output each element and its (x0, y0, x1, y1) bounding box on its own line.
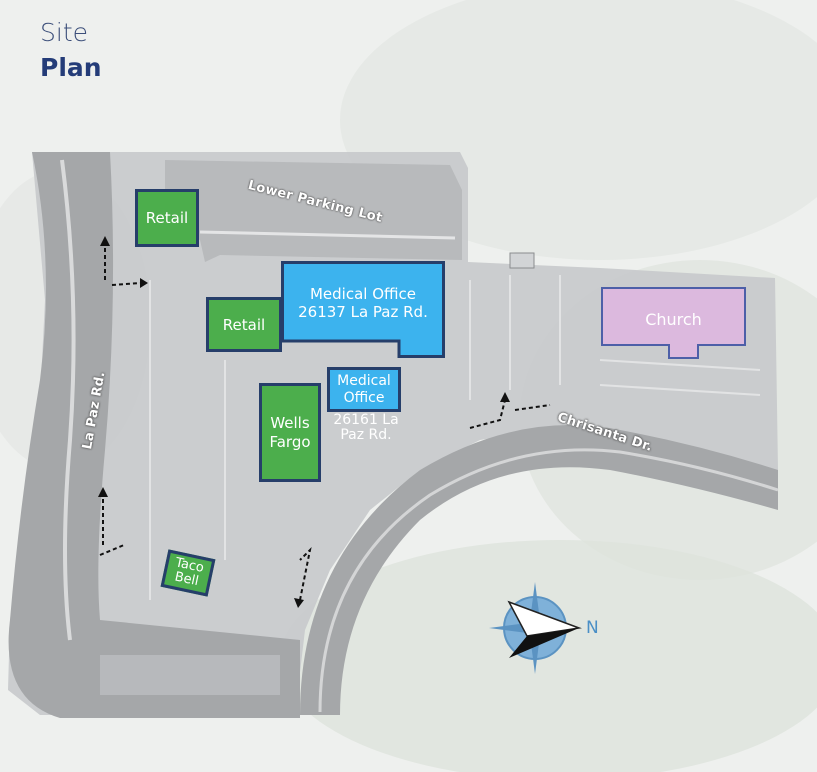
building-wells-fargo[interactable]: Wells Fargo (259, 383, 321, 482)
title-site: Site (40, 18, 88, 47)
title-plan: Plan (40, 53, 102, 82)
la-paz-road (8, 152, 301, 718)
building-church[interactable]: Church (601, 287, 746, 359)
compass-north-label: N (586, 618, 599, 638)
building-retail-mid[interactable]: Retail (206, 297, 282, 352)
compass-icon (489, 582, 582, 674)
building-medical-office-main[interactable]: Medical Office 26137 La Paz Rd. (281, 261, 445, 358)
chrisanta-road (300, 425, 778, 715)
medical-office-shape (281, 261, 445, 358)
church-shape (601, 287, 746, 359)
medical-office-small-addr: 26161 La Paz Rd. (333, 412, 399, 443)
medical-office-small-name: Medical Office (337, 372, 391, 406)
building-medical-office-small[interactable]: Medical Office (327, 367, 401, 412)
church-label: Church (645, 309, 702, 329)
medical-office-main-name: Medical Office (309, 284, 416, 303)
lower-parking-lot (165, 160, 462, 262)
medical-office-main-addr: 26137 La Paz Rd. (298, 302, 428, 321)
building-retail-top[interactable]: Retail (135, 189, 199, 247)
